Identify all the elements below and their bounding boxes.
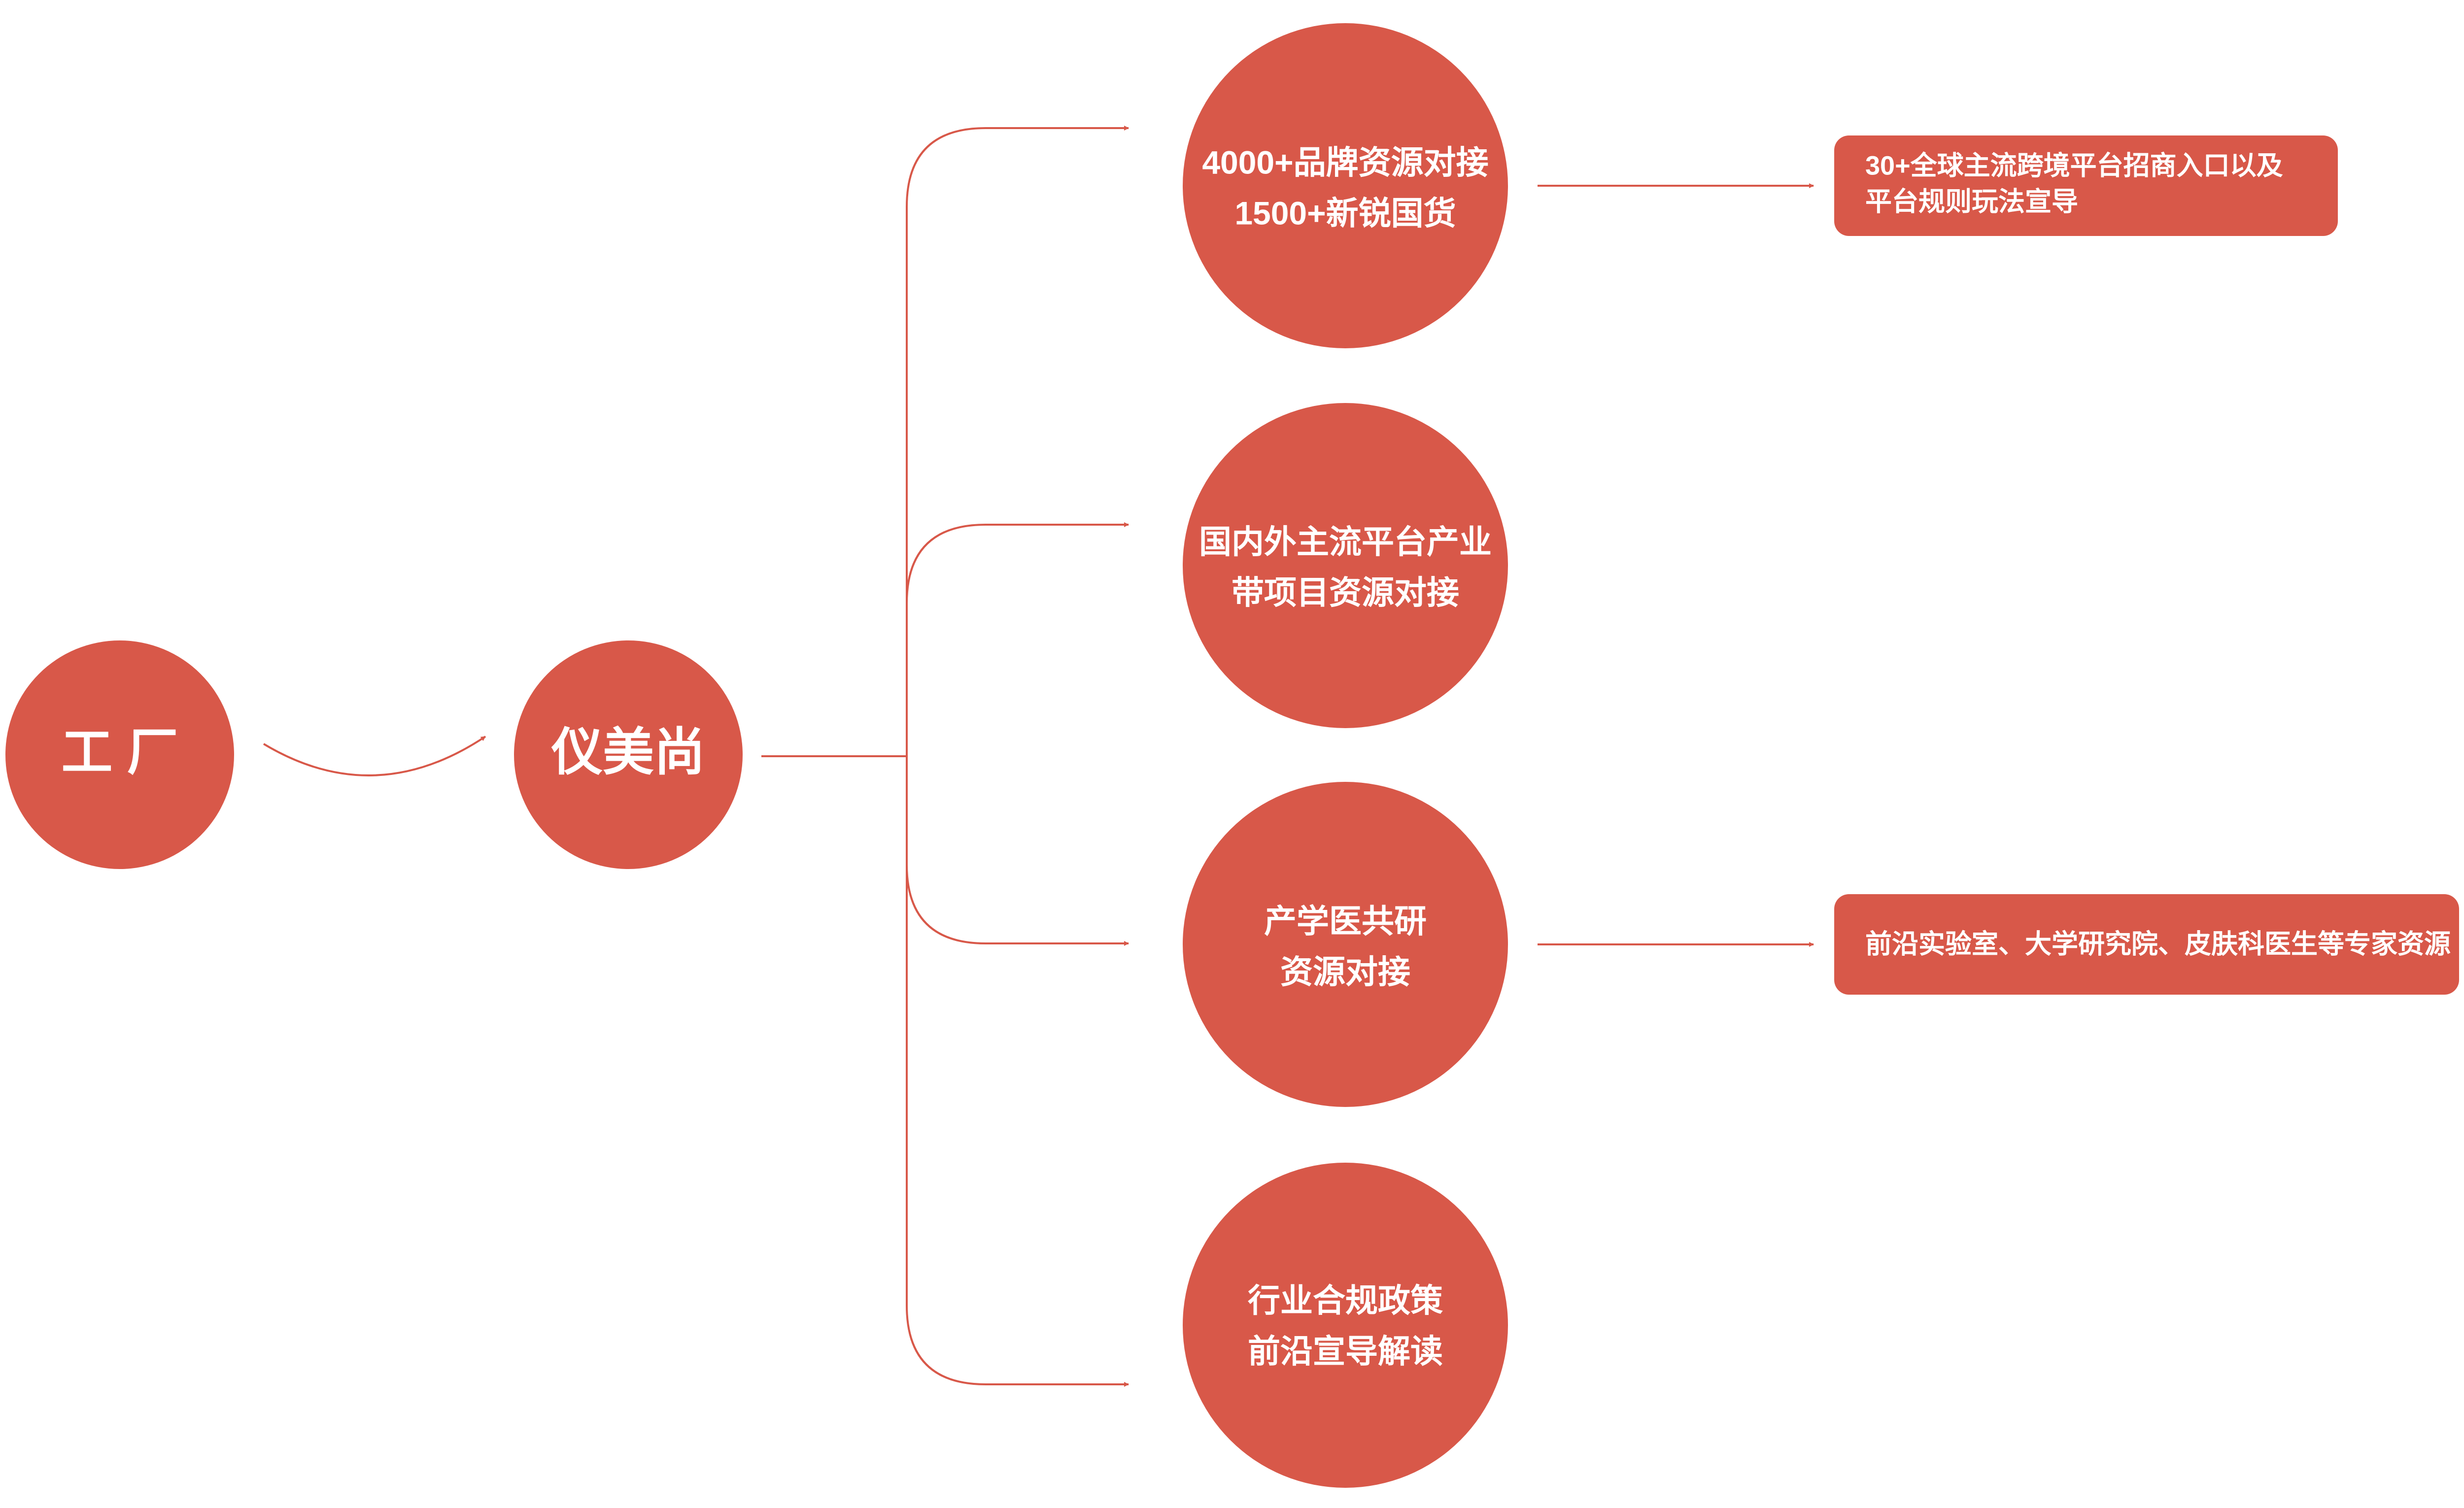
- branch-1-line-1: 4000+品牌资源对接: [1202, 144, 1488, 180]
- branch-4-line-2: 前沿宣导解读: [1248, 1333, 1443, 1369]
- factory-node: 工 厂: [5, 640, 234, 869]
- branch-node-platform-resources: 国内外主流平台产业 带项目资源对接: [1183, 403, 1508, 728]
- branch-node-research-resources: 产学医共研 资源对接: [1183, 782, 1508, 1107]
- yimeishang-label: 仪美尚: [551, 724, 705, 781]
- branch-node-compliance-policy: 行业合规政策 前沿宣导解读: [1183, 1163, 1508, 1488]
- detail-box-cross-border-platforms: 30+全球主流跨境平台招商入口以及 平台规则玩法宣导: [1834, 135, 2338, 236]
- branch-2-line-1: 国内外主流平台产业: [1199, 523, 1492, 560]
- connector-factory-to-yimeishang: [263, 736, 486, 776]
- detail-box-expert-resources: 前沿实验室、大学研究院、皮肤科医生等专家资源: [1834, 894, 2459, 995]
- connector-branch-3: [906, 864, 1129, 946]
- branch-1-line-2: 1500+新锐国货: [1234, 195, 1456, 231]
- branch-circle-2: [1183, 403, 1508, 728]
- branch-circle-4: [1183, 1163, 1508, 1488]
- detail-box-1: [1834, 135, 2338, 236]
- factory-label: 工 厂: [62, 724, 178, 781]
- yimeishang-circle: [514, 640, 743, 869]
- connector-branch-2: [906, 522, 1129, 604]
- branch-3-line-1: 产学医共研: [1264, 903, 1427, 939]
- branch-4-line-1: 行业合规政策: [1248, 1282, 1443, 1318]
- detail-1-line-2: 平台规则玩法宣导: [1865, 187, 2078, 216]
- branch-3-line-2: 资源对接: [1280, 953, 1410, 990]
- branch-circle-3: [1183, 782, 1508, 1107]
- detail-2-line-1: 前沿实验室、大学研究院、皮肤科医生等专家资源: [1865, 929, 2451, 959]
- branch-2-line-2: 带项目资源对接: [1232, 574, 1459, 610]
- connectors: [263, 126, 1814, 1387]
- branch-circle-1: [1183, 23, 1508, 348]
- detail-1-line-1: 30+全球主流跨境平台招商入口以及: [1865, 151, 2283, 180]
- detail-box-2: [1834, 894, 2459, 995]
- connector-branch-1: [906, 126, 1129, 207]
- connector-branch-4: [906, 1305, 1129, 1387]
- yimeishang-node: 仪美尚: [514, 640, 743, 869]
- branch-node-brand-resources: 4000+品牌资源对接 1500+新锐国货: [1183, 23, 1508, 348]
- factory-circle: [5, 640, 234, 869]
